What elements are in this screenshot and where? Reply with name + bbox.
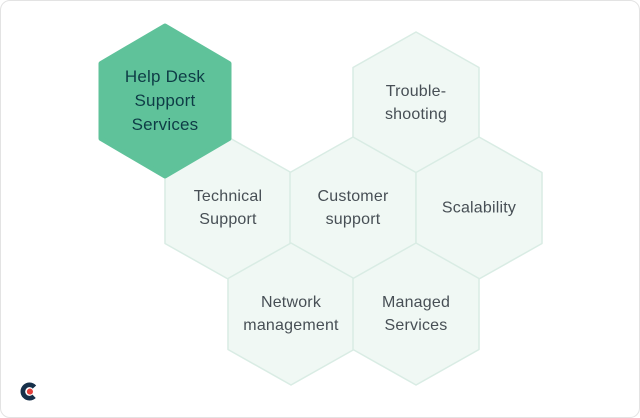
hexagon-help-desk-support-services [98, 23, 232, 179]
logo-dot [26, 388, 33, 395]
hexagon-managed-services [352, 242, 480, 386]
creately-logo-icon [20, 382, 39, 401]
logo-ring [20, 382, 37, 401]
